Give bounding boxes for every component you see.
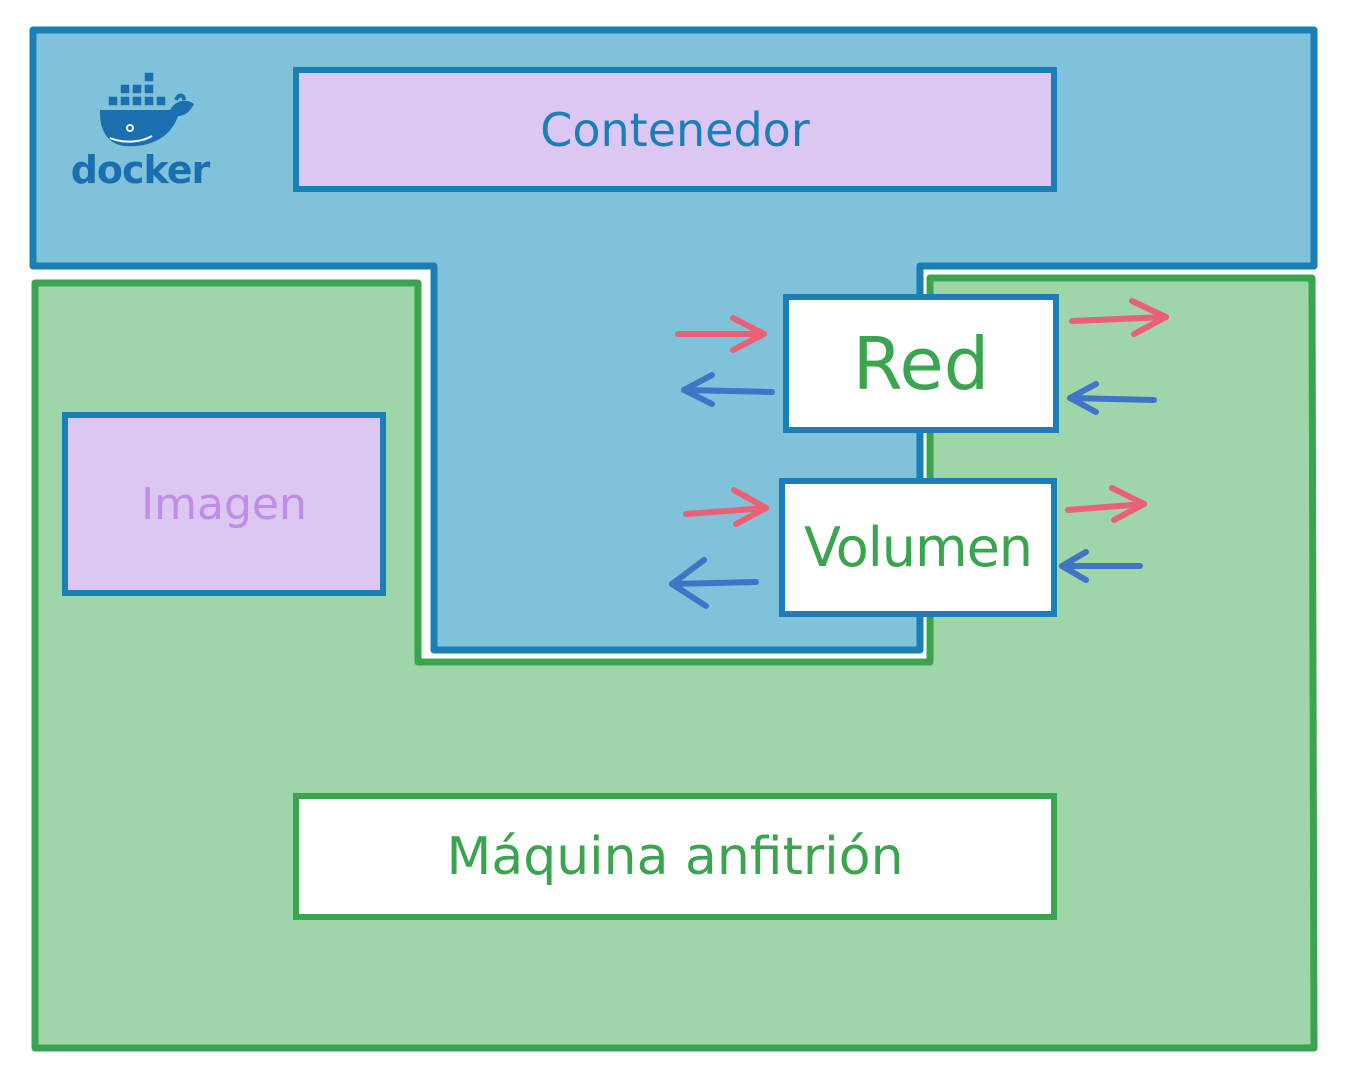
host-box — [293, 793, 1057, 920]
volume-label: Volumen — [803, 516, 1033, 579]
network-label: Red — [852, 321, 990, 406]
docker-logo-text: docker — [70, 148, 211, 192]
network-right-in-arrow-icon — [1067, 381, 1157, 415]
network-left-in-arrow-icon — [681, 372, 775, 407]
image-box — [62, 412, 386, 596]
network-box — [783, 294, 1059, 433]
volume-right-out-arrow-icon — [1065, 485, 1147, 523]
image-label: Imagen — [141, 478, 307, 530]
volume-right-in-arrow-icon — [1059, 549, 1143, 583]
docker-whale-icon — [99, 71, 194, 147]
container-box — [293, 67, 1057, 192]
volume-box — [779, 478, 1057, 617]
network-right-out-arrow-icon — [1069, 298, 1169, 337]
network-left-out-arrow-icon — [675, 315, 767, 353]
container-label: Contenedor — [540, 102, 810, 157]
host-label: Máquina anfitrión — [446, 826, 904, 887]
volume-left-out-arrow-icon — [683, 487, 769, 527]
volume-left-in-arrow-icon — [669, 557, 759, 609]
